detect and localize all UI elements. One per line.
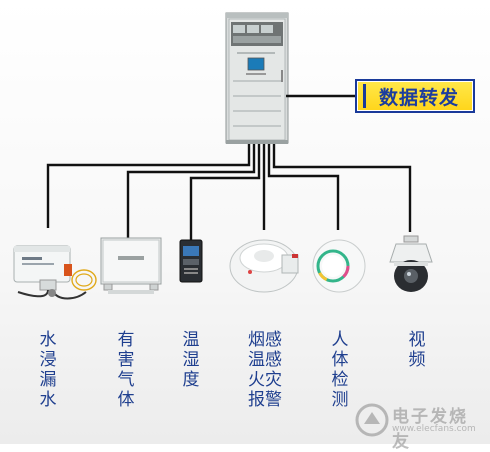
link-gas [126,144,256,238]
water-leak-sensor-icon [13,245,97,300]
label-smoke-fire: 烟感温感火灾报警 [248,330,282,410]
label-gas: 有害气体 [117,330,135,410]
smoke-detector-icon [229,239,299,293]
label-video: 视频 [408,330,426,370]
watermark-en: www.elecfans.com [392,424,476,434]
watermark: 电子发烧友 www.elecfans.com [352,400,486,452]
gas-detector-icon [100,237,162,294]
data-forward-label: 数据转发 [378,86,459,109]
connection-lines [46,94,412,240]
link-camera [272,144,412,232]
video-camera-icon [389,235,433,292]
link-water-leak [46,144,251,228]
label-water-leak: 水浸漏水 [39,330,57,410]
temperature-humidity-sensor-icon [179,239,203,283]
label-temp-humidity: 温湿度 [182,330,200,390]
human-body-detector-icon [312,239,366,293]
watermark-logo-icon [355,403,389,437]
link-human-body [267,144,340,230]
data-forward-tag: 数据转发 [355,79,475,113]
label-human-body: 人体检测 [331,330,349,410]
link-temp-humidity [189,144,261,240]
server-cabinet-icon [225,12,289,144]
